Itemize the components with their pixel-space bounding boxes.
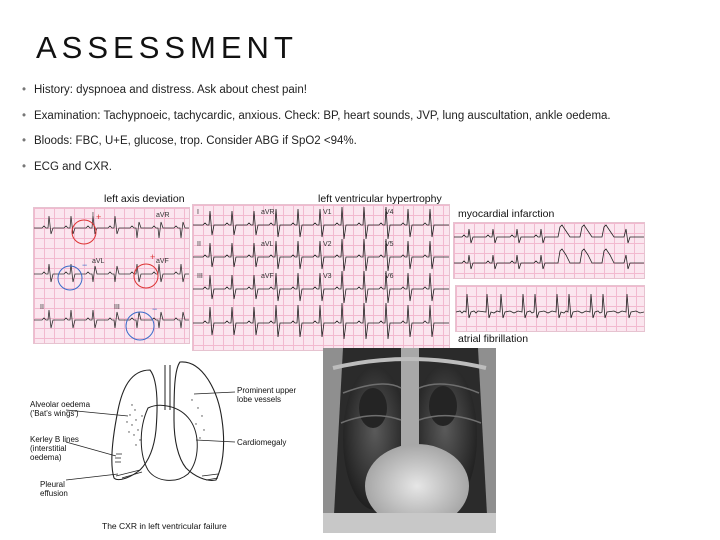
bullet-list: History: dyspnoea and distress. Ask abou…: [22, 84, 702, 186]
lad-lead-label: II: [40, 304, 44, 311]
bullet-examination: Examination: Tachypnoeic, tachycardic, a…: [22, 110, 702, 123]
lad-label: left axis deviation: [104, 193, 185, 205]
lvh-lead-label: aVL: [261, 241, 274, 248]
lad-lead-label: aVR: [156, 212, 170, 219]
lvh-lead-label: V4: [385, 209, 394, 216]
kerley-b-lines-label: Kerley B lines (interstitial oedema): [30, 435, 79, 462]
lvh-lead-label: aVR: [261, 209, 275, 216]
chest-xray-image: [323, 348, 496, 533]
lvh-lead-label: III: [197, 273, 203, 280]
svg-text:−: −: [152, 304, 157, 314]
lvh-label: left ventricular hypertrophy: [318, 193, 442, 205]
lad-trace: + + − −: [34, 212, 189, 341]
bullet-bloods: Bloods: FBC, U+E, glucose, trop. Conside…: [22, 135, 702, 148]
af-label: atrial fibrillation: [458, 333, 529, 345]
bullet-history: History: dyspnoea and distress. Ask abou…: [22, 84, 702, 97]
lvh-lead-label: V6: [385, 273, 394, 280]
ecg-atrial-fibrillation: [455, 285, 645, 332]
lungs-drawing: [65, 361, 236, 481]
mi-label: myocardial infarction: [458, 208, 555, 220]
lvh-lead-label: V2: [323, 241, 332, 248]
cardiomegaly-label: Cardiomegaly: [237, 438, 287, 447]
lad-lead-label: I: [92, 212, 94, 219]
ecg-left-axis-deviation: I aVR aVL aVF II III + + − −: [33, 207, 190, 344]
svg-text:−: −: [82, 260, 87, 270]
lad-lead-label: aVL: [92, 258, 105, 265]
pleural-effusion-label: Pleural effusion: [40, 480, 68, 498]
lvh-lead-label: aVF: [261, 273, 274, 280]
af-trace: [456, 293, 644, 319]
svg-text:+: +: [96, 212, 101, 222]
svg-text:+: +: [150, 252, 155, 262]
mi-trace: [454, 224, 644, 270]
alveolar-oedema-label: Alveolar oedema ('Bat's wings'): [30, 400, 91, 418]
upper-lobe-vessels-label: Prominent upper lobe vessels: [237, 386, 297, 404]
bullet-ecg-cxr: ECG and CXR.: [22, 161, 702, 174]
ecg-left-ventricular-hypertrophy: I aVR V1 V4 II aVL V2 V5 III aVF V3 V6: [192, 204, 450, 351]
diagram-caption: The CXR in left ventricular failure: [102, 521, 227, 531]
lvh-lead-label: I: [197, 209, 199, 216]
lvh-trace: [193, 206, 449, 340]
slide-title: ASSESSMENT: [36, 30, 298, 65]
cxr-lvf-diagram: Alveolar oedema ('Bat's wings') Kerley B…: [30, 350, 310, 540]
ecg-myocardial-infarction: [453, 222, 645, 279]
lvh-lead-label: V5: [385, 241, 394, 248]
lvh-lead-label: II: [197, 241, 201, 248]
lvh-lead-label: V3: [323, 273, 332, 280]
lad-lead-label: aVF: [156, 258, 169, 265]
lvh-lead-label: V1: [323, 209, 332, 216]
xray-drawing: [323, 348, 496, 533]
lad-lead-label: III: [114, 304, 120, 311]
